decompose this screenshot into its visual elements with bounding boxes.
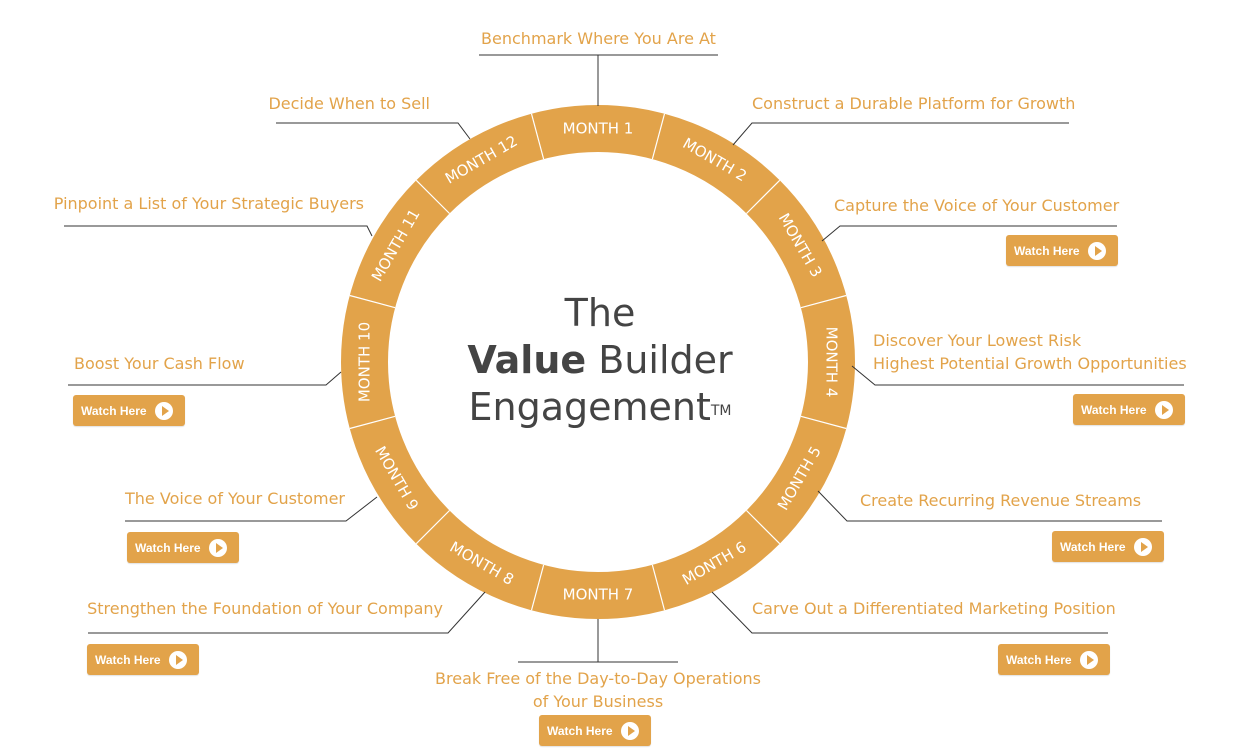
topic-month-5: Create Recurring Revenue Streams	[860, 491, 1142, 510]
leader-line-month-12	[276, 122, 471, 140]
watch-label: Watch Here	[547, 723, 613, 738]
play-icon	[154, 401, 173, 420]
topic-month-11: Pinpoint a List of Your Strategic Buyers	[53, 194, 364, 213]
leader-line-month-4	[851, 365, 1184, 386]
topic-month-4-line-1: Discover Your Lowest Risk	[873, 331, 1082, 350]
title-word-value: Value	[467, 338, 587, 382]
watch-label: Watch Here	[1081, 402, 1147, 417]
play-icon	[168, 650, 187, 669]
ring-divider	[530, 113, 545, 160]
topic-month-12: Decide When to Sell	[268, 94, 430, 113]
title-word-engagement: Engagement	[468, 385, 711, 429]
ring-band	[341, 105, 855, 619]
leader-line-month-5	[817, 490, 1162, 522]
ring-divider	[746, 510, 781, 545]
topic-month-1: Benchmark Where You Are At	[481, 29, 716, 48]
watch-label: Watch Here	[95, 652, 161, 667]
ring-divider	[530, 564, 545, 611]
engagement-title: The Value Builder EngagementTM	[440, 290, 760, 430]
leader-line-month-1	[479, 54, 718, 106]
ring-divider	[800, 294, 847, 309]
trademark-mark: TM	[710, 403, 732, 419]
watch-label: Watch Here	[1014, 243, 1080, 258]
topic-month-9: The Voice of Your Customer	[125, 489, 345, 508]
watch-button-month-9[interactable]: Watch Here	[127, 532, 239, 563]
watch-button-month-4[interactable]: Watch Here	[1073, 394, 1185, 425]
ring-divider	[800, 415, 847, 430]
ring-divider	[349, 294, 396, 309]
play-icon	[1087, 241, 1106, 260]
month-4-label: MONTH 4	[823, 327, 841, 398]
watch-label: Watch Here	[1006, 652, 1072, 667]
watch-button-month-8[interactable]: Watch Here	[87, 644, 199, 675]
watch-button-month-6[interactable]: Watch Here	[998, 644, 1110, 675]
topic-month-10: Boost Your Cash Flow	[74, 354, 245, 373]
ring-divider	[651, 564, 666, 611]
play-icon	[1133, 537, 1152, 556]
topic-month-7-line-2: of Your Business	[532, 692, 664, 711]
topic-month-7-line-1: Break Free of the Day-to-Day Operations	[435, 669, 761, 688]
leader-lines	[64, 54, 1184, 663]
topic-month-6: Carve Out a Differentiated Marketing Pos…	[752, 599, 1116, 618]
leader-line-month-3	[821, 225, 1117, 242]
title-line-value-builder: Value Builder	[440, 336, 760, 384]
title-line-engagement: EngagementTM	[440, 384, 760, 430]
leader-line-month-2	[732, 122, 1069, 146]
month-7-label: MONTH 7	[563, 586, 634, 604]
play-icon	[1154, 400, 1173, 419]
watch-label: Watch Here	[81, 403, 147, 418]
topic-month-4-line-2: Highest Potential Growth Opportunities	[873, 354, 1187, 373]
play-icon	[208, 538, 227, 557]
leader-line-month-7	[518, 619, 678, 663]
leader-line-month-9	[125, 496, 378, 522]
ring-divider	[415, 510, 450, 545]
watch-button-month-10[interactable]: Watch Here	[73, 395, 185, 426]
ring-divider	[651, 113, 666, 160]
leader-line-month-8	[88, 591, 486, 634]
ring-divider	[415, 179, 450, 214]
topic-month-8: Strengthen the Foundation of Your Compan…	[87, 599, 443, 618]
title-word-builder: Builder	[598, 338, 733, 382]
month-10-label: MONTH 10	[356, 322, 374, 402]
ring-divider	[349, 415, 396, 430]
play-icon	[1079, 650, 1098, 669]
watch-label: Watch Here	[1060, 539, 1126, 554]
ring-divider	[746, 179, 781, 214]
title-line-the: The	[564, 291, 636, 335]
watch-button-month-7[interactable]: Watch Here	[539, 715, 651, 746]
topic-month-2: Construct a Durable Platform for Growth	[752, 94, 1076, 113]
watch-button-month-5[interactable]: Watch Here	[1052, 531, 1164, 562]
watch-label: Watch Here	[135, 540, 201, 555]
play-icon	[620, 721, 639, 740]
month-1-label: MONTH 1	[563, 120, 634, 138]
topic-month-3: Capture the Voice of Your Customer	[834, 196, 1120, 215]
leader-line-month-11	[64, 225, 373, 237]
watch-button-month-3[interactable]: Watch Here	[1006, 235, 1118, 266]
leader-line-month-10	[68, 371, 342, 386]
leader-line-month-6	[711, 591, 1108, 634]
